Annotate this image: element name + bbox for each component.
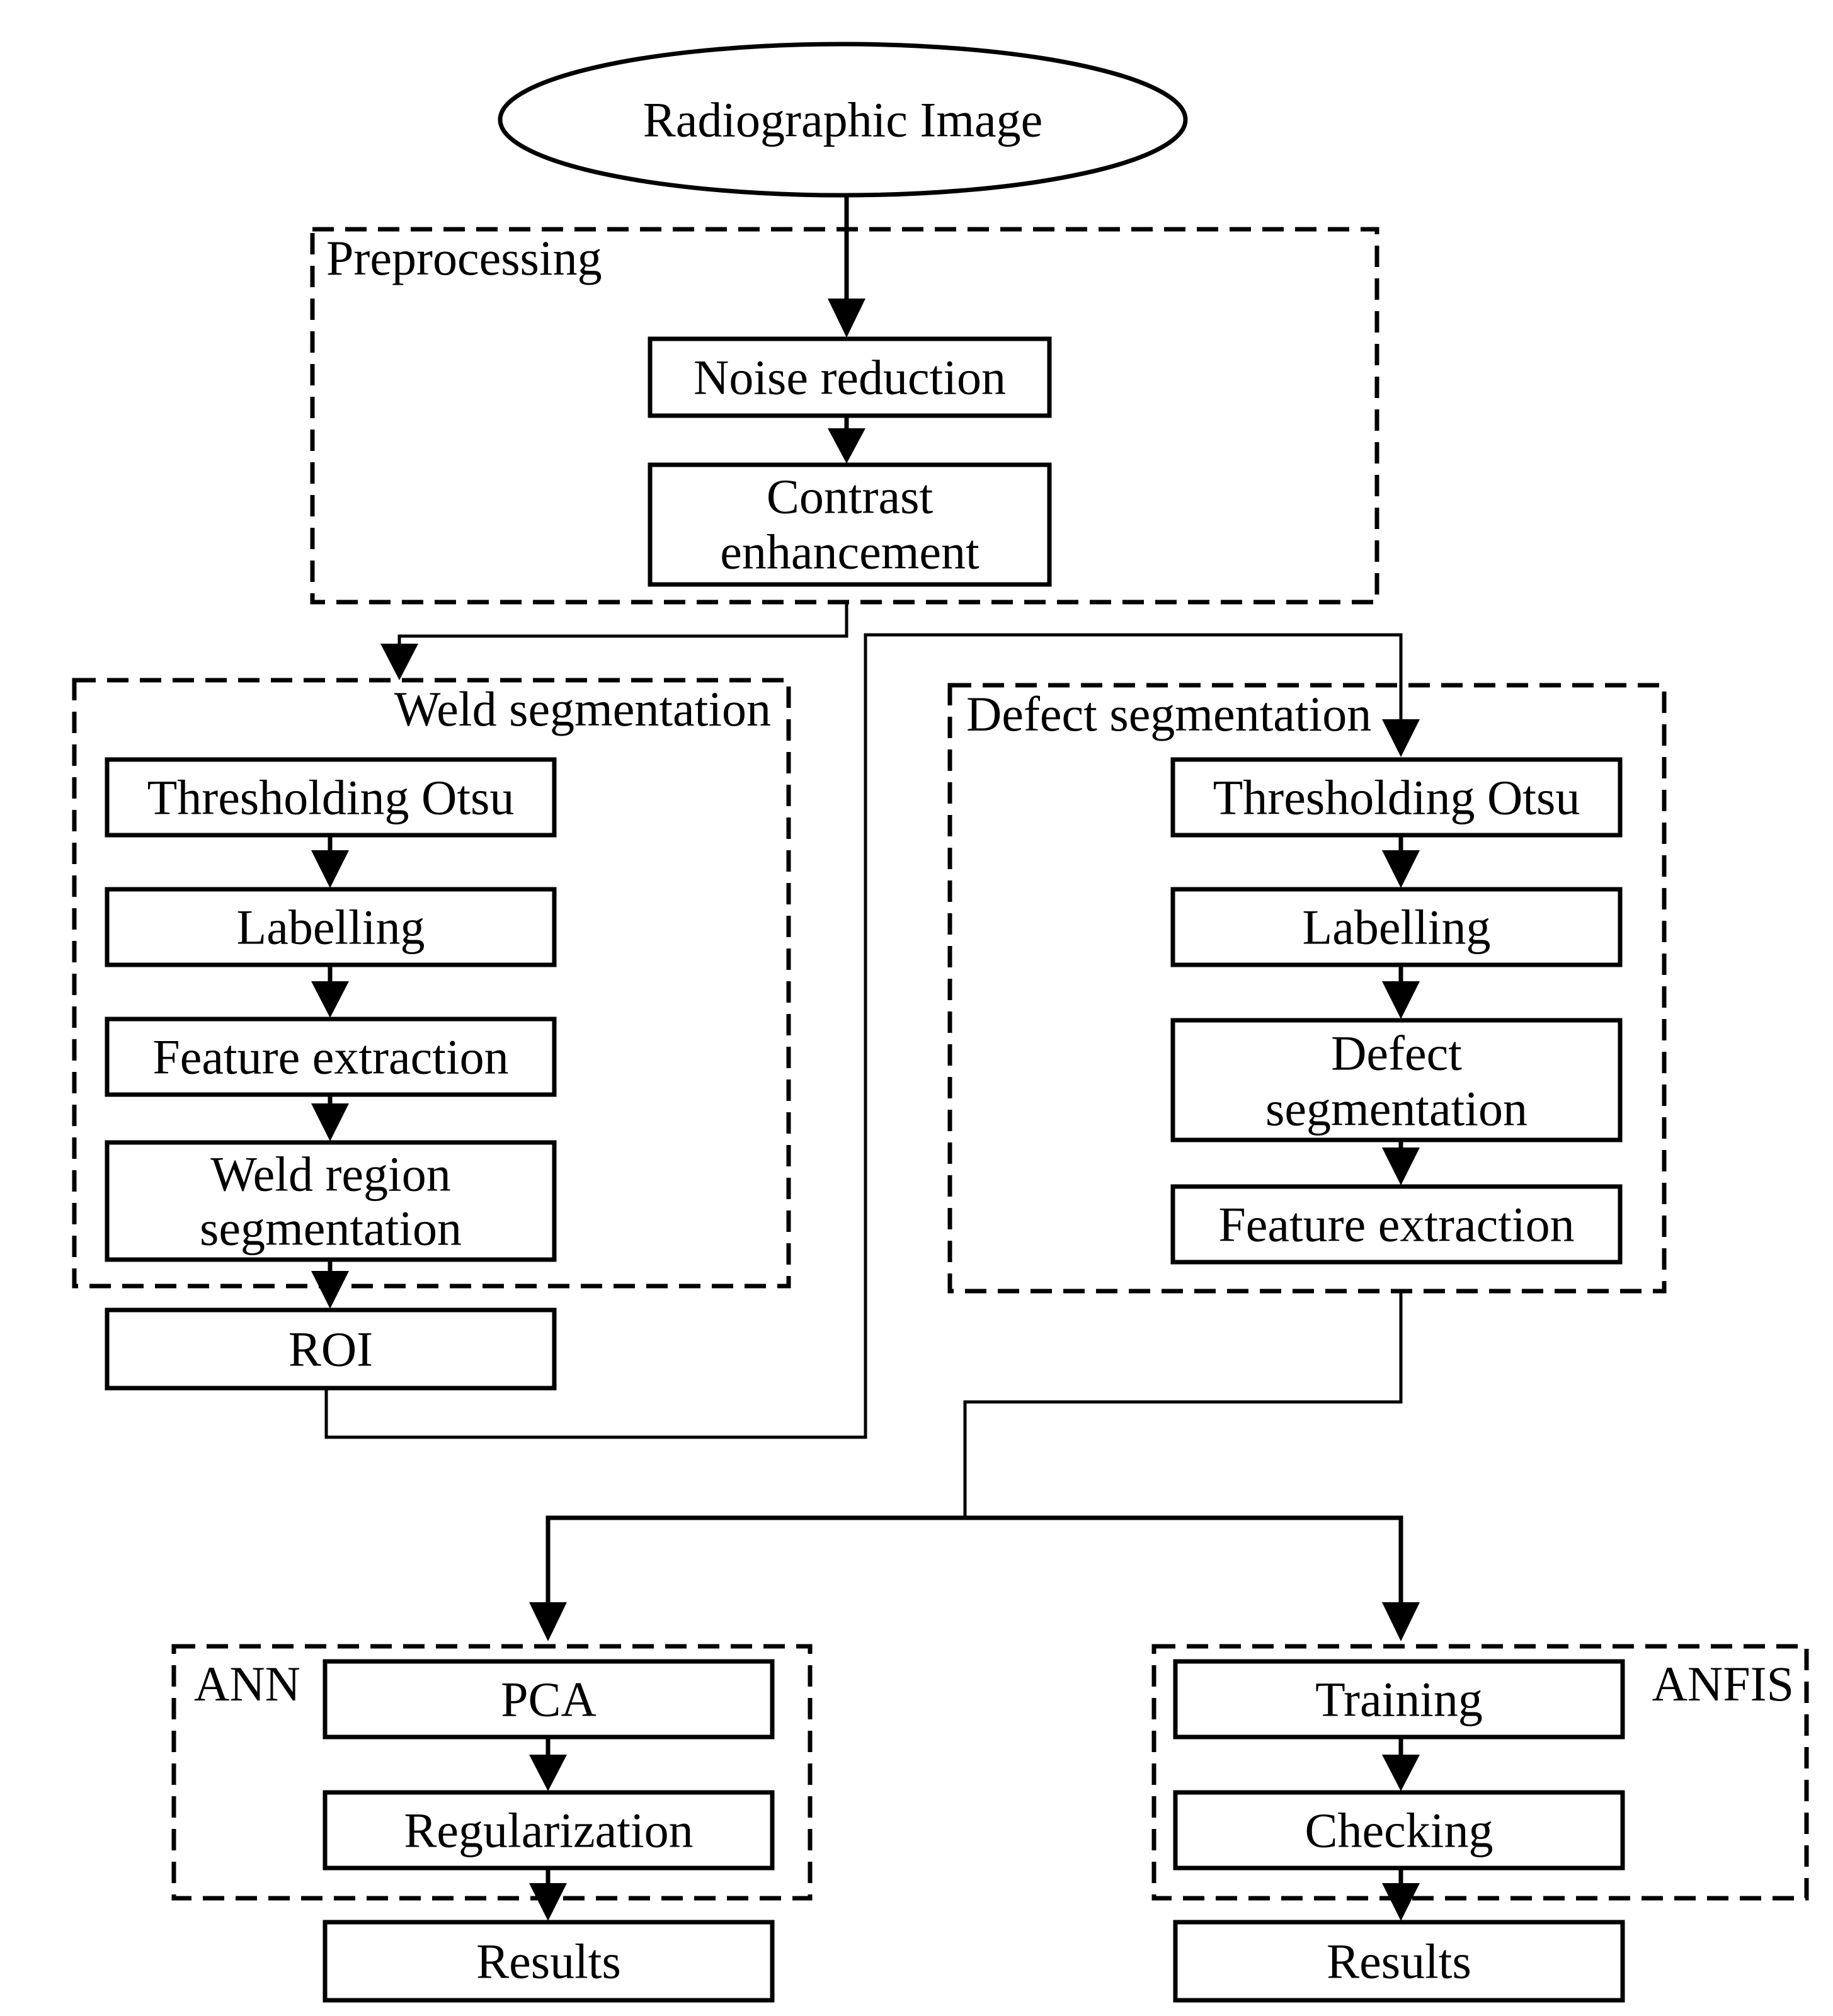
connector-roi-to-defect [324,633,1403,1439]
preprocessing-title: Preprocessing [326,231,602,285]
contrast-enhancement-label-line1: Contrast [767,469,934,524]
checking-label: Checking [1305,1803,1493,1858]
arrowhead-noise [828,299,865,338]
defect-thresholding-box [1170,757,1623,838]
noise-reduction-box [648,336,1052,418]
noise-reduction-label: Noise reduction [694,350,1006,405]
defect-segmentation-box [1170,1018,1623,1142]
arrowhead-checking [1382,1755,1420,1791]
ann-results-label: Results [476,1934,621,1989]
radiographic-image-label: Radiographic Image [643,93,1043,147]
anfis-results-label: Results [1327,1934,1471,1989]
contrast-enhancement-label-line2: enhancement [720,525,979,579]
ann-group [171,1644,813,1901]
defect-segmentation-title: Defect segmentation [966,686,1371,741]
pca-box [323,1659,775,1740]
weld-thresholding-box [105,757,557,838]
training-label: Training [1315,1672,1483,1727]
defect-segmentation-label-line2: segmentation [1265,1081,1528,1136]
connector-contrast-to-weld [397,602,848,646]
arrowhead-regularization [529,1755,567,1791]
weld-feature-extraction-label: Feature extraction [152,1030,508,1085]
weld-segmentation-title: Weld segmentation [394,681,771,736]
connector-defect-to-split [963,1291,1403,1518]
ann-title: ANN [194,1656,300,1711]
defect-segmentation-group [947,683,1667,1294]
weld-feature-extraction-box [105,1017,557,1097]
defect-feature-extraction-box [1170,1184,1623,1265]
defect-thresholding-label: Thresholding Otsu [1213,770,1580,825]
connector-split-to-anfis [965,1515,1403,1605]
pca-label: PCA [501,1672,597,1727]
training-box [1173,1659,1625,1740]
arrowhead-roi [311,1271,349,1309]
arrowhead-weld-group [380,644,418,680]
arrowhead-defect-seg [1382,981,1420,1019]
defect-feature-extraction-label: Feature extraction [1218,1197,1574,1252]
weld-segmentation-group [72,678,791,1289]
weld-region-segmentation-label-line1: Weld region [210,1147,450,1202]
roi-box [105,1307,557,1391]
defect-segmentation-label-line1: Defect [1331,1026,1462,1081]
arrowhead-anfis-group [1382,1602,1420,1641]
arrowhead-ann-group [529,1602,567,1641]
arrowhead-anfis-results [1382,1883,1420,1921]
defect-labelling-box [1170,887,1623,967]
ann-results-box [323,1920,775,2003]
arrowhead-weld-feature [311,981,349,1018]
arrowhead-defect-group [1382,719,1420,757]
anfis-group [1151,1644,1809,1901]
anfis-title: ANFIS [1652,1656,1794,1711]
weld-labelling-box [105,887,557,967]
arrowhead-defect-feature [1382,1148,1420,1185]
roi-label: ROI [288,1322,373,1377]
contrast-enhancement-box [648,462,1052,587]
radiographic-image-node [498,42,1188,198]
weld-thresholding-label: Thresholding Otsu [147,770,515,825]
arrowhead-ann-results [529,1883,567,1921]
arrowhead-weld-region [311,1103,349,1141]
weld-labelling-label: Labelling [237,900,425,955]
arrowhead-contrast [828,428,865,464]
connector-split-to-ann [545,1515,965,1605]
regularization-label: Regularization [404,1803,693,1858]
defect-labelling-label: Labelling [1303,900,1491,955]
weld-region-segmentation-label-line2: segmentation [200,1201,462,1256]
checking-box [1173,1790,1625,1871]
weld-region-segmentation-box [105,1140,557,1262]
arrowhead-weld-label [311,850,349,888]
arrowhead-defect-label [1382,850,1420,888]
regularization-box [323,1790,775,1871]
anfis-results-box [1173,1920,1625,2003]
